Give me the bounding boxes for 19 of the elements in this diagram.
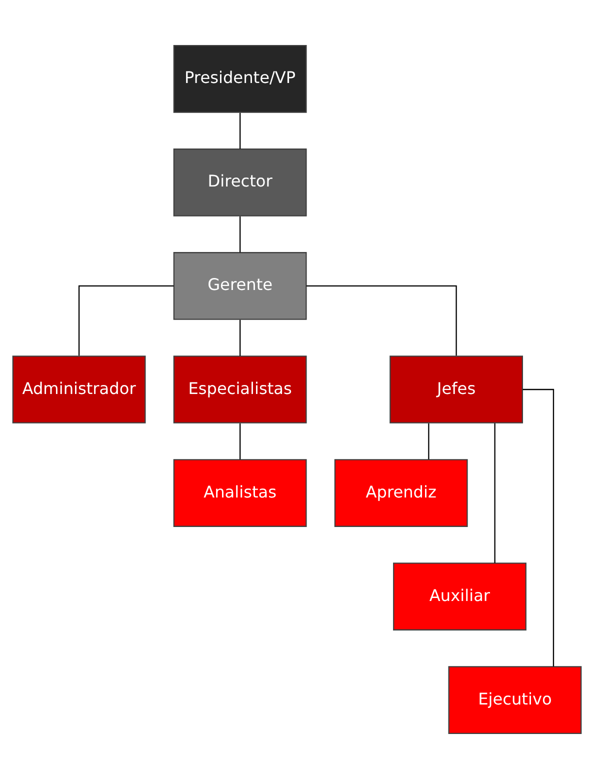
connector [306,284,457,356]
node-box: Jefes [390,355,523,423]
connector [494,422,496,563]
connector [240,422,241,459]
node-box: Ejecutivo [448,666,582,734]
node-box: Especialistas [173,355,307,423]
connector [522,388,554,666]
connector [240,319,241,356]
node-box: Presidente/VP [173,44,307,112]
connector [240,216,241,252]
node-box: Aprendiz [334,458,468,526]
node-box: Director [173,148,307,216]
connector [240,112,241,148]
node-box: Administrador [12,355,146,423]
connector [428,422,430,459]
node-box: Auxiliar [393,562,526,630]
node-box: Analistas [173,458,307,526]
node-box: Gerente [173,252,307,320]
connector [78,284,174,356]
